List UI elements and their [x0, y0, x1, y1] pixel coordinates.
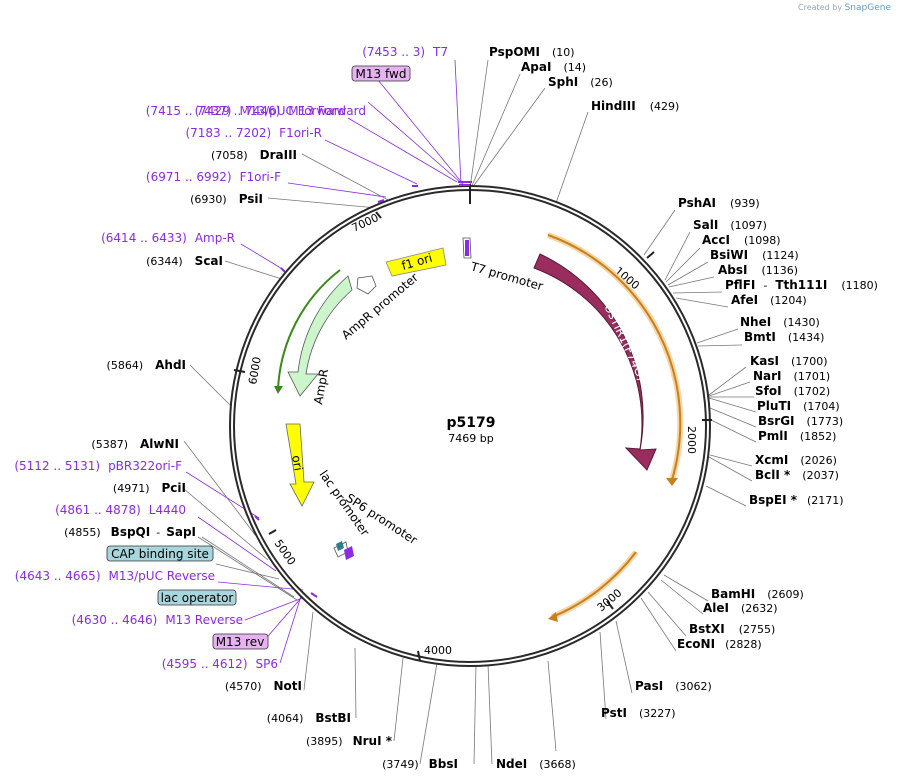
primer-label: (7183 .. 7202)F1ori-R — [185, 126, 322, 140]
cap-binding-site-box: CAP binding site — [106, 545, 214, 562]
svg-text:M13 fwd: M13 fwd — [356, 67, 407, 81]
enzyme-label: NdeI(3668) — [496, 757, 576, 771]
enzyme-label: (4064)BstBI — [267, 711, 351, 725]
ostir1-label: OsTIR1(F74G) — [601, 301, 649, 382]
enzyme-label: AbsI(1136) — [718, 263, 798, 277]
ampr-label: AmpR — [311, 368, 331, 406]
leader-lines — [183, 59, 757, 765]
t7-promoter-label: T7 promoter — [468, 259, 544, 293]
primer-leaders — [185, 59, 464, 664]
snapgene-logo: SnapGene — [844, 3, 891, 13]
sp6-promoter-arrow — [344, 546, 354, 560]
svg-text:CAP binding site: CAP binding site — [111, 547, 209, 561]
enzyme-label: (3749)BbsI — [382, 757, 458, 771]
primer-label: (4861 .. 4878)L4440 — [55, 503, 186, 517]
orf-arc-1 — [547, 234, 682, 481]
m13-fwd-box: M13 fwd — [351, 65, 411, 82]
enzyme-label: HindIII(429) — [591, 99, 679, 113]
enzyme-label: ApaI(14) — [521, 60, 586, 74]
enzyme-label: PluTI(1704) — [757, 399, 840, 413]
primer-label: (7429 .. 7446) — [260, 89, 346, 103]
primer-marks — [254, 181, 472, 598]
enzyme-label: PspOMI(10) — [489, 45, 575, 59]
enzyme-label: (5387)AlwNI — [91, 437, 179, 451]
tick-label: 4000 — [424, 644, 452, 657]
tick-label: 6000 — [246, 356, 264, 386]
ampr-promoter-arrow — [356, 275, 377, 295]
enzyme-label: PshAI(939) — [678, 196, 760, 210]
enzyme-label: PasI(3062) — [635, 679, 712, 693]
ori-arrow — [285, 423, 315, 507]
cap-site-mark — [336, 541, 344, 551]
svg-text:M13 rev: M13 rev — [216, 635, 265, 649]
plasmid-name: p5179 — [447, 415, 496, 431]
enzyme-label: BstXI(2755) — [689, 622, 775, 636]
tick-marks — [233, 184, 712, 662]
primer-label: (4643 .. 4665)M13/pUC Reverse — [15, 569, 215, 583]
svg-text:lac operator: lac operator — [161, 591, 234, 605]
ampr-orf-head — [274, 386, 283, 394]
primer-label: (4630 .. 4646)M13 Reverse — [72, 613, 243, 627]
enzyme-label: SfoI(1702) — [755, 384, 830, 398]
enzyme-label: BclI *(2037) — [755, 468, 839, 482]
t7-promoter-mark — [465, 240, 469, 256]
ampr-orf-line — [277, 269, 341, 391]
credit: Created by SnapGene — [798, 3, 891, 13]
lac-operator-box: lac operator — [157, 589, 237, 606]
enzyme-label: BspEI *(2171) — [749, 493, 844, 507]
enzyme-label: EcoNI(2828) — [677, 637, 762, 651]
enzyme-label: (3895)NruI * — [306, 734, 393, 748]
orf-arc-2 — [551, 551, 637, 618]
primer-label: (7429 .. 7446)M13 Forward — [195, 104, 366, 118]
enzyme-label: (4971)PciI — [113, 481, 186, 495]
orf-arrowhead — [548, 612, 558, 622]
enzyme-label: (7058)DraIII — [211, 148, 297, 162]
enzyme-label: (6930)PsiI — [190, 192, 263, 206]
primer-label: (7453 .. 3)T7 — [362, 45, 448, 59]
enzyme-label: BsiWI(1124) — [710, 248, 799, 262]
enzyme-label: SalI(1097) — [693, 218, 767, 232]
f1-ori-arrow — [385, 247, 447, 277]
enzyme-label: PflFI-Tth111I(1180) — [725, 278, 878, 292]
enzyme-label: NarI(1701) — [753, 369, 830, 383]
enzyme-label: BmtI(1434) — [744, 330, 824, 344]
ampr-promoter-label: AmpR promoter — [339, 270, 421, 342]
orf-arrowhead — [666, 478, 678, 486]
enzyme-label: AccI(1098) — [702, 233, 781, 247]
enzyme-label: NheI(1430) — [740, 315, 820, 329]
enzyme-label: PmlI(1852) — [758, 429, 836, 443]
enzyme-label: BsrGI(1773) — [758, 414, 843, 428]
enzyme-label: XcmI(2026) — [755, 453, 837, 467]
primer-label: (6414 .. 6433)Amp-R — [101, 231, 235, 245]
primer-labels: (7453 .. 3)T7 (7429 .. 7446)M13 Forward … — [14, 45, 448, 671]
tick-label: 2000 — [685, 426, 698, 454]
enzyme-label: (6344)ScaI — [146, 254, 223, 268]
plasmid-size: 7469 bp — [448, 432, 493, 445]
enzyme-label: AleI(2632) — [703, 601, 778, 615]
enzyme-label: (5864)AhdI — [107, 358, 186, 372]
enzyme-label: (4855)BspQI-SapI — [64, 525, 196, 539]
enzyme-label: KasI(1700) — [750, 354, 828, 368]
primer-label: (6971 .. 6992)F1ori-F — [146, 170, 281, 184]
ostir1-feature-arrow — [533, 253, 657, 471]
m13-rev-box: M13 rev — [212, 633, 269, 650]
enzyme-labels-left: (3749)BbsI (3895)NruI * (4064)BstBI (457… — [64, 148, 458, 771]
primer-label: (4595 .. 4612)SP6 — [162, 657, 278, 671]
enzyme-label: PstI(3227) — [601, 706, 676, 720]
primer-label: (5112 .. 5131)pBR322ori-F — [14, 459, 182, 473]
ori-label: ori — [289, 454, 305, 472]
ampr-feature-arrow — [287, 275, 353, 397]
enzyme-label: BamHI(2609) — [711, 587, 804, 601]
enzyme-label: (4570)NotI — [225, 679, 302, 693]
enzyme-label: AfeI(1204) — [731, 293, 807, 307]
enzyme-labels-right: PspOMI(10) ApaI(14) SphI(26) HindIII(429… — [489, 45, 878, 771]
enzyme-label: SphI(26) — [548, 75, 613, 89]
primer-label: (7415 .. 7437)M13/pUC Forward — [146, 104, 346, 118]
